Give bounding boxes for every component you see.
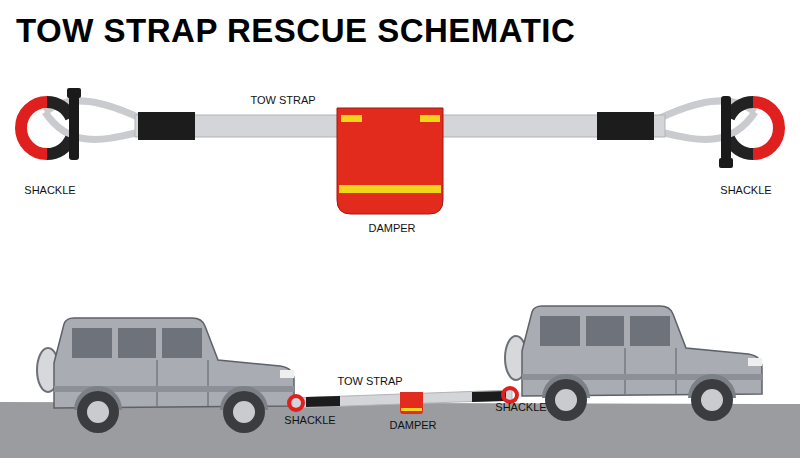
diagram-title: TOW STRAP RESCUE SCHEMATIC (16, 12, 575, 50)
damper-label: DAMPER (389, 419, 436, 432)
shackle-label: SHACKLE (24, 184, 75, 197)
strap-label: TOW STRAP (250, 94, 315, 107)
shackle-label: SHACKLE (495, 401, 546, 414)
strap-label: TOW STRAP (337, 375, 402, 388)
damper-label: DAMPER (368, 222, 415, 235)
shackle-label: SHACKLE (720, 184, 771, 197)
shackle-label: SHACKLE (284, 414, 335, 427)
